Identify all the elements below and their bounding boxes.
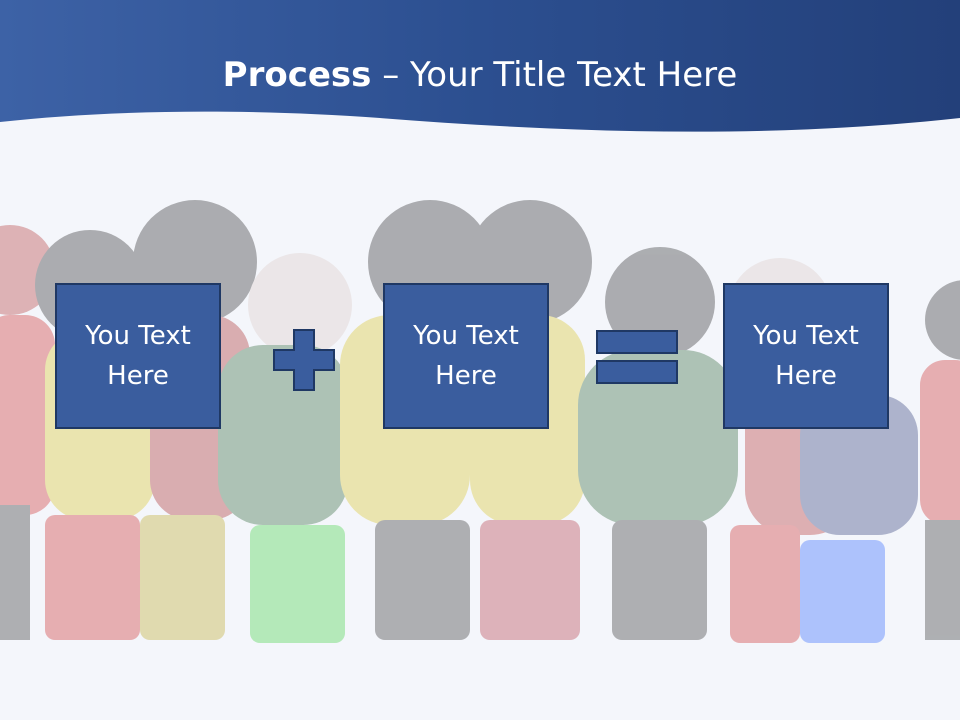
title-bold: Process — [222, 55, 372, 95]
process-box-3[interactable]: You Text Here — [723, 283, 889, 429]
process-box-2-text: You Text Here — [413, 321, 519, 391]
header-band — [0, 0, 960, 132]
plus-icon — [273, 329, 335, 391]
title-rest: Your Title Text Here — [410, 55, 738, 95]
process-box-3-text: You Text Here — [753, 321, 859, 391]
slide-title: Process – Your Title Text Here — [0, 52, 960, 98]
title-dash: – — [371, 55, 411, 95]
process-box-1[interactable]: You Text Here — [55, 283, 221, 429]
process-box-1-text: You Text Here — [85, 321, 191, 391]
process-box-2[interactable]: You Text Here — [383, 283, 549, 429]
equals-icon — [596, 330, 678, 384]
